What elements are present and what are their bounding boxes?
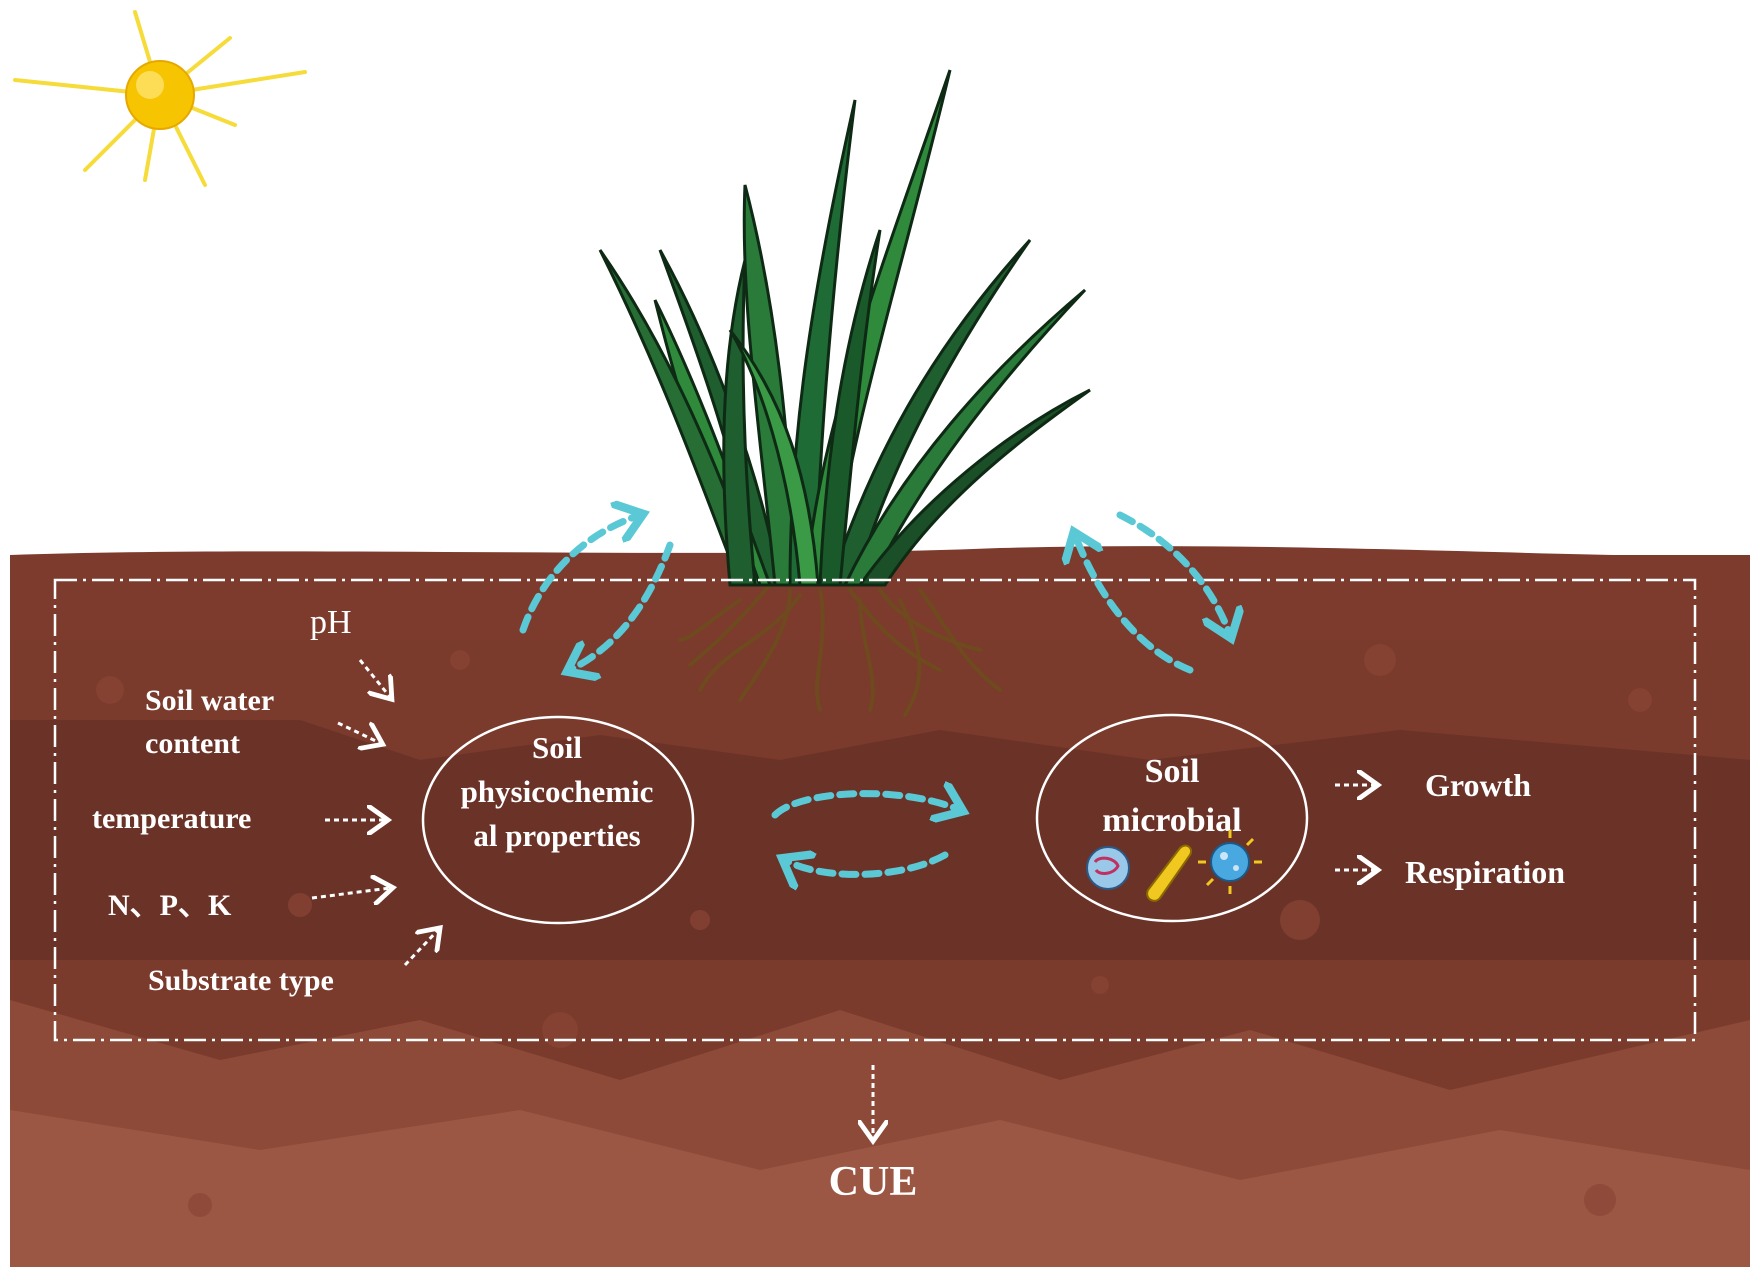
physchem-label-line3: al properties bbox=[473, 818, 640, 853]
npk-label: N、P、K bbox=[108, 889, 232, 922]
plant-physchem-down-arrow bbox=[570, 541, 674, 670]
microbe-icon bbox=[1086, 846, 1130, 890]
plant-microbial-up-arrow bbox=[1075, 535, 1194, 674]
physchem-label-line1: Soil bbox=[532, 730, 582, 765]
substrate-type-label: Substrate type bbox=[148, 964, 334, 997]
input-arrows bbox=[311, 659, 438, 967]
cue-label: CUE bbox=[829, 1159, 918, 1205]
microbial-to-physchem-arrow bbox=[785, 855, 949, 874]
exchange-arrows bbox=[519, 511, 1230, 874]
soil-water-label-line2: content bbox=[145, 727, 240, 760]
soil-water-arrow bbox=[337, 721, 380, 743]
physicochemical-oval bbox=[421, 715, 695, 925]
respiration-label: Respiration bbox=[1405, 854, 1565, 890]
grass-icon bbox=[598, 69, 1091, 587]
output-arrows bbox=[873, 785, 1375, 1138]
roots-icon bbox=[678, 583, 1002, 717]
microbial-label-line2: microbial bbox=[1102, 802, 1241, 839]
substrate-arrow bbox=[403, 930, 438, 967]
npk-arrow bbox=[311, 888, 390, 898]
physchem-label-line2: physicochemic bbox=[461, 774, 654, 809]
plant-microbial-down-arrow bbox=[1116, 511, 1230, 635]
soil-water-label-line1: Soil water bbox=[145, 684, 274, 717]
plant-physchem-up-arrow bbox=[519, 515, 640, 634]
microbial-oval bbox=[1035, 713, 1309, 923]
sun-icon bbox=[13, 10, 307, 187]
ph-arrow bbox=[358, 659, 390, 697]
growth-label: Growth bbox=[1425, 767, 1531, 803]
bacterium-icon bbox=[1146, 844, 1192, 902]
ph-label: pH bbox=[310, 604, 352, 641]
physchem-to-microbial-arrow bbox=[771, 794, 960, 815]
soil-system-frame bbox=[53, 578, 1697, 1042]
temperature-label: temperature bbox=[92, 802, 251, 835]
microbial-label-line1: Soil bbox=[1145, 753, 1200, 790]
virus-icon bbox=[1198, 830, 1262, 894]
